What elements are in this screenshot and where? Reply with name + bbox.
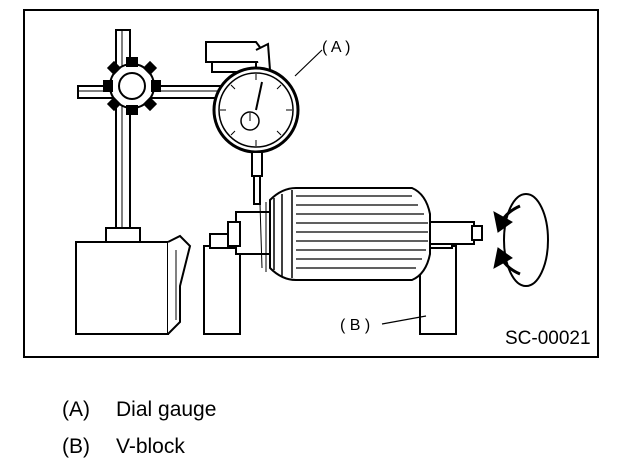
legend-key-b: (B) bbox=[62, 435, 90, 458]
armature bbox=[259, 187, 431, 281]
dial-gauge bbox=[205, 41, 300, 205]
legend-key-a: (A) bbox=[62, 398, 90, 421]
rotation-arrow-bottom-icon bbox=[493, 247, 513, 269]
rotation-arrow-top-icon bbox=[493, 211, 513, 233]
callout-label-b: ( B ) bbox=[340, 317, 370, 334]
legend-desc-a: Dial gauge bbox=[116, 398, 217, 421]
legend-desc-b: V-block bbox=[116, 435, 185, 458]
rotation-disk bbox=[493, 193, 549, 287]
clamp-knob bbox=[103, 57, 161, 115]
armature-shaft bbox=[227, 211, 483, 255]
callout-label-a: ( A ) bbox=[322, 39, 350, 56]
leader-line-a bbox=[294, 49, 323, 77]
legend-item-a: (A) Dial gauge bbox=[62, 398, 216, 422]
legend-item-b: (B) V-block bbox=[62, 435, 185, 459]
v-block-left bbox=[203, 233, 241, 335]
leader-line-b bbox=[381, 315, 427, 325]
figure-code: SC-00021 bbox=[505, 328, 591, 349]
